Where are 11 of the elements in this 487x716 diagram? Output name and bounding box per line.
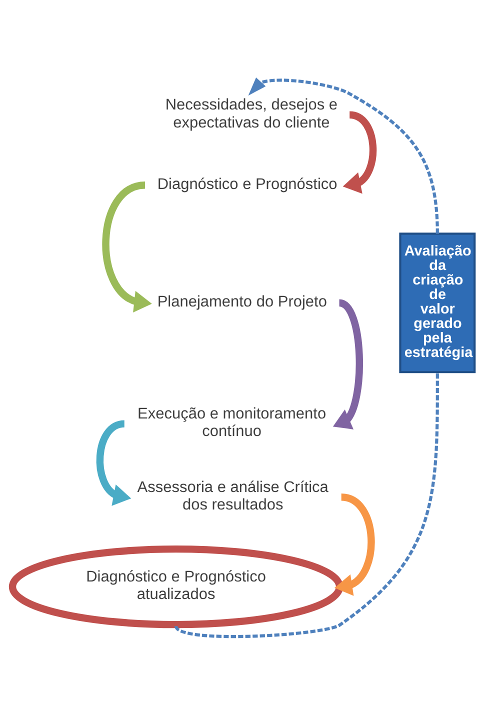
connector <box>174 372 439 638</box>
node-text: Necessidades, desejos e expectativas do cliente <box>165 96 338 131</box>
node-text: Planejamento do Projeto <box>157 293 327 310</box>
node-text: Execução e monitoramento contínuo <box>138 405 326 440</box>
arrow <box>248 76 439 234</box>
arrow <box>102 181 152 312</box>
node-ellipse: Diagnóstico e Prognóstico atualizados <box>8 544 344 628</box>
node-text: Diagnóstico e Prognóstico <box>157 175 338 192</box>
node-box: Avaliação da criação de valor gerado pela estratégia <box>399 232 476 373</box>
arrow <box>342 110 377 194</box>
node-text: Assessoria e análise Crítica dos resultados <box>137 478 328 514</box>
